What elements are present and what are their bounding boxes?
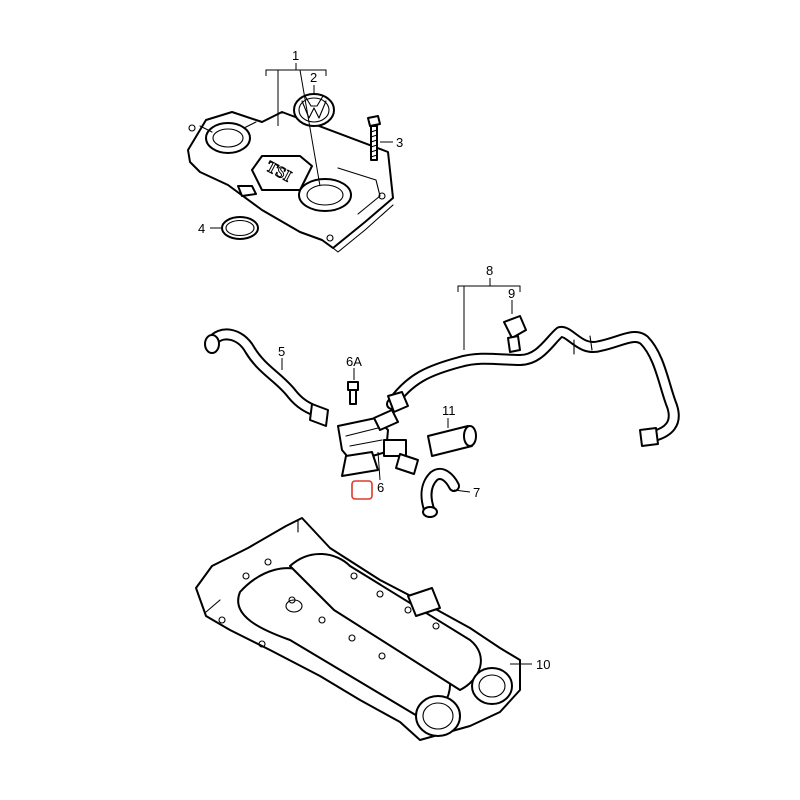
callout-11: 11 [442,403,456,418]
breather-valve [337,409,419,477]
engine-cover: TSI [187,111,394,253]
hose-8 [386,326,680,447]
callout-7: 7 [473,485,480,500]
callout-5: 5 [278,344,285,359]
hose-5 [204,328,329,427]
callout-4: 4 [198,221,205,236]
tsi-badge: TSI [251,155,313,191]
highlight-marker [351,480,373,500]
o-ring-icon [221,216,259,240]
clip-icon [503,315,527,353]
callout-8: 8 [486,263,493,278]
callout-labels: 1 2 3 4 5 6A 6 7 8 9 10 11 [198,48,550,672]
callout-9: 9 [508,286,515,301]
callout-10: 10 [536,657,550,672]
leader-lines [210,63,532,665]
callout-3: 3 [396,135,403,150]
hose-11 [427,425,477,457]
callout-1: 1 [292,48,299,63]
vw-logo-icon [293,93,335,127]
callout-2: 2 [310,70,317,85]
callout-6a: 6A [346,354,362,369]
bolt-6a-icon [347,381,359,405]
hose-7 [420,467,460,518]
cylinder-head-cover [195,517,521,741]
callout-6: 6 [377,480,384,495]
bolt-icon [367,115,381,161]
